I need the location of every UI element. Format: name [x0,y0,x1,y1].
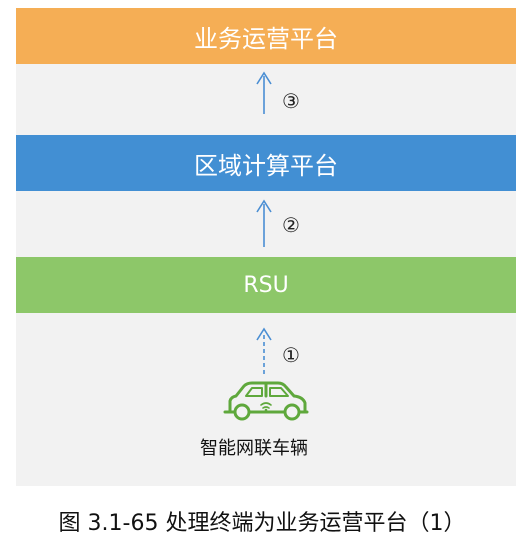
step-3-label: ③ [282,89,300,113]
regional-compute-layer: 区域计算平台 [16,135,516,191]
arrow-step-2 [256,199,272,247]
vehicle-label: 智能网联车辆 [200,438,308,459]
figure-caption: 图 3.1-65 处理终端为业务运营平台（1） [58,511,466,536]
business-platform-layer: 业务运营平台 [16,8,516,64]
arrow-step-1 [256,327,272,374]
step-1-label: ① [282,343,300,367]
step-2-label: ② [282,213,300,237]
rsu-layer: RSU [16,257,516,313]
arrow-step-3 [256,71,272,114]
car-icon [223,381,309,421]
